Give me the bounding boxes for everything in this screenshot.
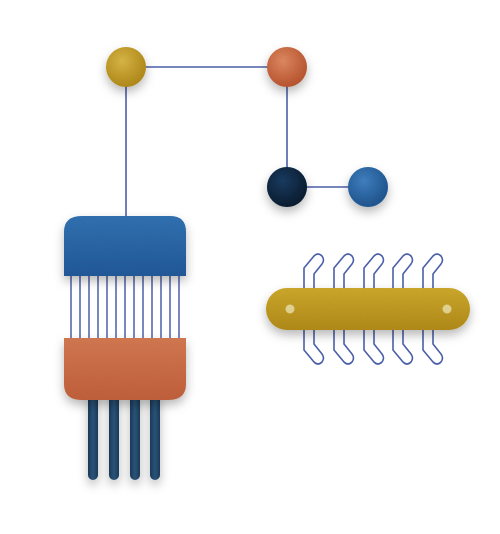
connector-pins xyxy=(88,390,160,480)
connector-pin xyxy=(88,390,98,480)
ribbon-wires xyxy=(70,270,180,345)
connector-pin xyxy=(109,390,119,480)
connected-nodes-icon xyxy=(106,47,388,218)
texture-overlay xyxy=(64,47,470,400)
connector-pin xyxy=(150,390,160,480)
node-links xyxy=(125,66,368,218)
connector-pin xyxy=(130,390,140,480)
chip-pins xyxy=(303,253,444,365)
